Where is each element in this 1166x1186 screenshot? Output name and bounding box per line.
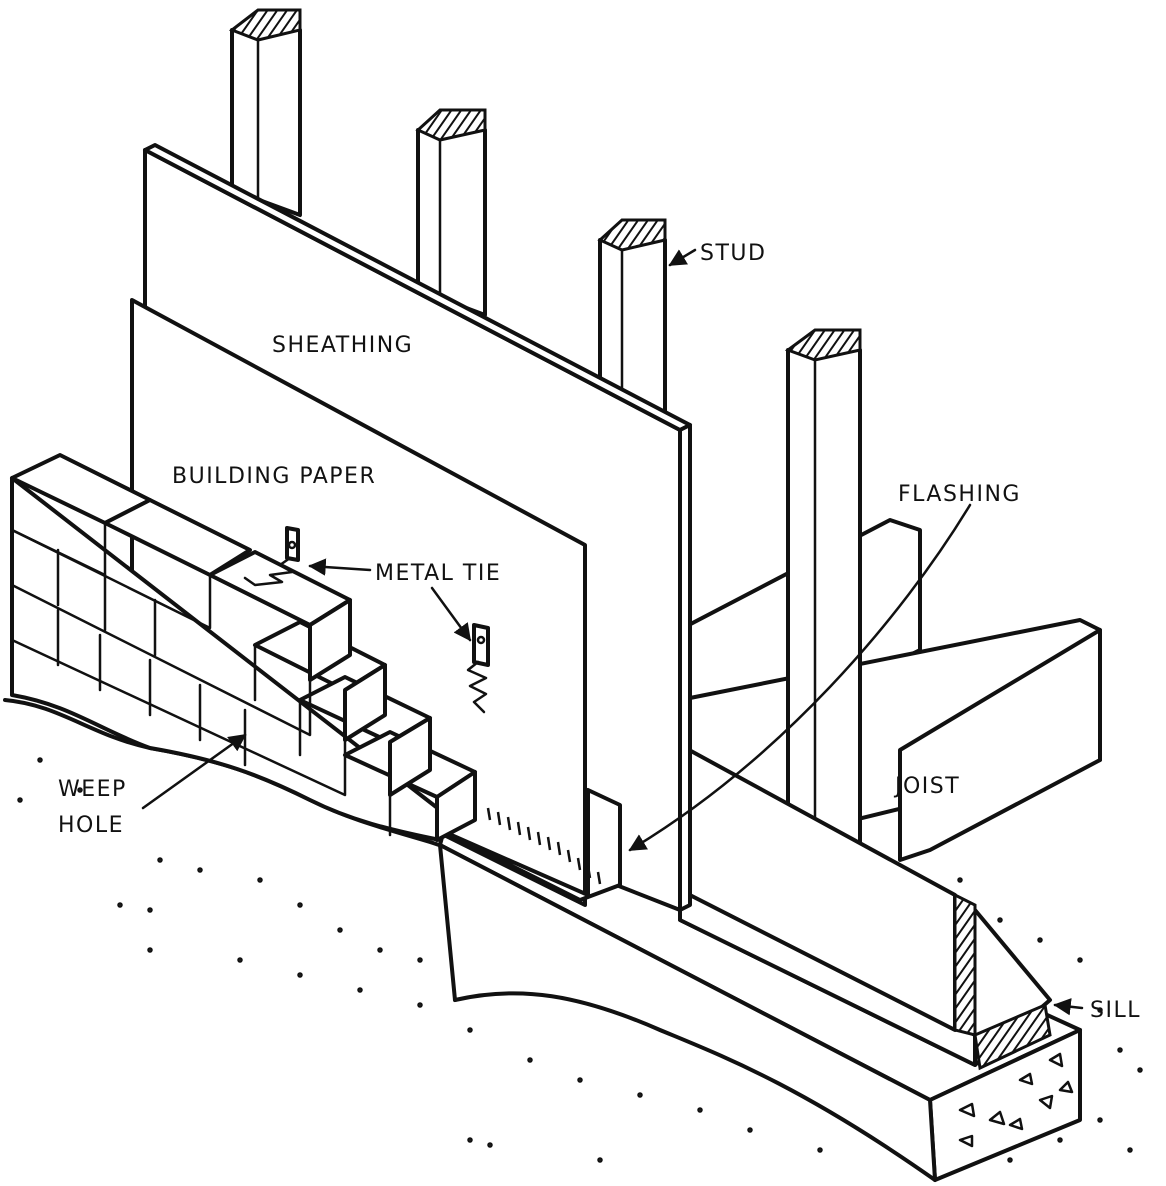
metal-ties <box>243 526 490 714</box>
label-stud: STUD <box>700 241 766 266</box>
label-joist: JOIST <box>893 774 960 799</box>
labels: STUD SHEATHING BUILDING PAPER METAL TIE … <box>58 241 1141 1023</box>
weep-hole-leader <box>141 733 247 810</box>
label-sill: SILL <box>1090 998 1141 1023</box>
metal-tie-leader-2 <box>430 586 472 642</box>
sill-plate <box>678 743 1052 1071</box>
concrete-aggregate <box>958 1052 1074 1148</box>
studs <box>228 8 862 862</box>
metal-tie-leader-1 <box>308 558 372 576</box>
label-building-paper: BUILDING PAPER <box>172 464 376 489</box>
stud-leader <box>668 248 697 267</box>
label-metal-tie: METAL TIE <box>375 561 501 586</box>
weep-hole-hatching <box>486 807 602 885</box>
metal-tie-detached <box>466 623 490 714</box>
building-paper-panel <box>130 298 587 907</box>
label-weep: WEEP <box>58 777 127 802</box>
flashing-leader <box>628 503 972 852</box>
label-hole: HOLE <box>58 813 124 838</box>
label-sheathing: SHEATHING <box>272 333 413 358</box>
flashing <box>438 788 622 902</box>
label-flashing: FLASHING <box>898 482 1021 507</box>
brick-veneer <box>10 453 477 842</box>
leader-lines <box>141 248 1084 1016</box>
metal-tie-in-brick <box>243 526 300 587</box>
sill-leader <box>1053 998 1084 1016</box>
